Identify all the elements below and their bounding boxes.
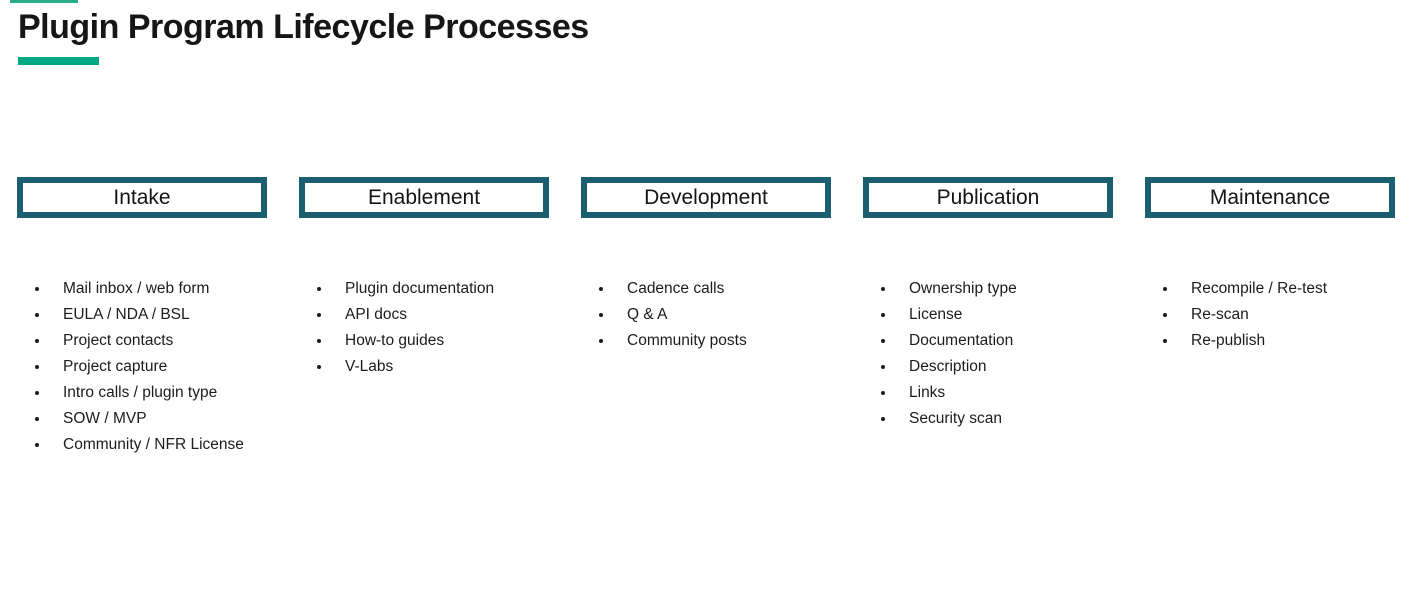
list-item: EULA / NDA / BSL	[35, 302, 267, 328]
list-item: How-to guides	[317, 328, 549, 354]
list-item-label: Description	[909, 358, 987, 375]
list-item: Intro calls / plugin type	[35, 380, 267, 406]
list-item: Cadence calls	[599, 276, 831, 302]
list-item-label: EULA / NDA / BSL	[63, 306, 190, 323]
title-underline-accent	[18, 57, 99, 65]
bullet-icon	[881, 313, 885, 317]
list-item-label: How-to guides	[345, 332, 445, 349]
list-item: Project contacts	[35, 328, 267, 354]
list-item-label: Intro calls / plugin type	[63, 384, 218, 401]
bullet-icon	[599, 339, 603, 343]
bullet-icon	[881, 287, 885, 291]
stage-header-label: Enablement	[367, 185, 481, 209]
list-item-label: API docs	[345, 306, 408, 323]
list-item: Project capture	[35, 354, 267, 380]
page-title: Plugin Program Lifecycle Processes	[18, 8, 589, 46]
stage-header-label: Maintenance	[1209, 185, 1331, 209]
stage-item-list: Cadence calls Q & A Community posts	[581, 276, 831, 354]
bullet-icon	[35, 287, 39, 291]
list-item: Recompile / Re-test	[1163, 276, 1395, 302]
stage-header-enablement: Enablement	[299, 177, 549, 218]
bullet-icon	[317, 339, 321, 343]
bullet-icon	[35, 443, 39, 447]
stage-header-development: Development	[581, 177, 831, 218]
list-item: Security scan	[881, 406, 1113, 432]
stage-header-intake: Intake	[17, 177, 267, 218]
stage-header-label: Publication	[936, 185, 1040, 209]
list-item-label: Documentation	[909, 332, 1014, 349]
list-item-label: Project contacts	[63, 332, 174, 349]
bullet-icon	[35, 365, 39, 369]
top-accent-sliver	[10, 0, 78, 3]
list-item-label: Cadence calls	[627, 280, 725, 297]
bullet-icon	[317, 313, 321, 317]
bullet-icon	[1163, 313, 1167, 317]
bullet-icon	[881, 339, 885, 343]
list-item-label: Re-publish	[1191, 332, 1266, 349]
stage-header-label: Development	[644, 185, 768, 209]
list-item-label: Re-scan	[1191, 306, 1249, 323]
list-item: Re-publish	[1163, 328, 1395, 354]
list-item: Ownership type	[881, 276, 1113, 302]
list-item-label: SOW / MVP	[63, 410, 147, 427]
stage-header-maintenance: Maintenance	[1145, 177, 1395, 218]
list-item-label: Community / NFR License	[63, 436, 244, 453]
bullet-icon	[881, 365, 885, 369]
list-item-label: Q & A	[627, 306, 668, 323]
list-item-label: Security scan	[909, 410, 1003, 427]
bullet-icon	[35, 417, 39, 421]
list-item-label: Project capture	[63, 358, 168, 375]
bullet-icon	[881, 417, 885, 421]
list-item-label: Links	[909, 384, 946, 401]
list-item: Links	[881, 380, 1113, 406]
stage-column-development: Development Cadence calls Q & A Community …	[581, 177, 831, 458]
list-item-label: V-Labs	[345, 358, 394, 375]
list-item-label: Community posts	[627, 332, 747, 349]
bullet-icon	[1163, 339, 1167, 343]
list-item: License	[881, 302, 1113, 328]
list-item-label: Plugin documentation	[345, 280, 495, 297]
list-item: Community posts	[599, 328, 831, 354]
list-item: Q & A	[599, 302, 831, 328]
list-item-label: Recompile / Re-test	[1191, 280, 1328, 297]
bullet-icon	[317, 287, 321, 291]
bullet-icon	[599, 287, 603, 291]
stage-header-label: Intake	[113, 185, 171, 209]
stage-header-publication: Publication	[863, 177, 1113, 218]
bullet-icon	[317, 365, 321, 369]
bullet-icon	[881, 391, 885, 395]
list-item: Description	[881, 354, 1113, 380]
list-item-label: License	[909, 306, 963, 323]
bullet-icon	[35, 313, 39, 317]
bullet-icon	[35, 391, 39, 395]
list-item: SOW / MVP	[35, 406, 267, 432]
list-item: Community / NFR License	[35, 432, 267, 458]
list-item: Plugin documentation	[317, 276, 549, 302]
list-item: Documentation	[881, 328, 1113, 354]
bullet-icon	[35, 339, 39, 343]
list-item-label: Ownership type	[909, 280, 1017, 297]
bullet-icon	[599, 313, 603, 317]
list-item: API docs	[317, 302, 549, 328]
list-item-label: Mail inbox / web form	[63, 280, 210, 297]
list-item: Re-scan	[1163, 302, 1395, 328]
list-item: Mail inbox / web form	[35, 276, 267, 302]
list-item: V-Labs	[317, 354, 549, 380]
bullet-icon	[1163, 287, 1167, 291]
